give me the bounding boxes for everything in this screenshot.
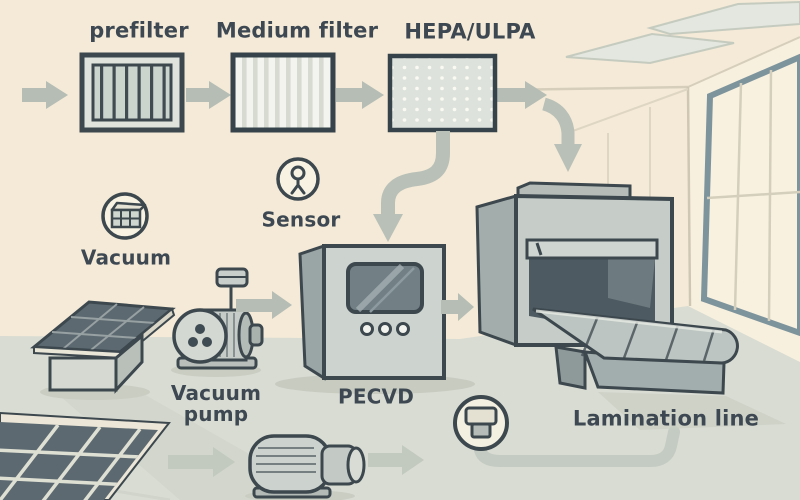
airflow-arrows-top (22, 81, 547, 109)
label-prefilter: prefilter (89, 18, 189, 43)
flow-arrow (186, 81, 231, 109)
floor-pipe (474, 426, 680, 467)
solar-panel-floor (0, 411, 171, 500)
label-sensor: Sensor (261, 207, 341, 232)
flow-arrow (22, 81, 68, 109)
label-medium-filter: Medium filter (215, 18, 379, 43)
conveyor-belt (532, 307, 739, 395)
pecvd-side-face (298, 243, 326, 381)
flow-arrow (368, 445, 424, 475)
label-vacuum-pump-line1: Vacuum (170, 381, 262, 405)
conveyor-base (554, 345, 587, 390)
ceiling-light-panels (565, 0, 800, 65)
lamination-press-icon (453, 395, 509, 451)
prefilter-box (79, 52, 185, 133)
pecvd-indicator (378, 322, 392, 336)
label-hepa-ulpa: HEPA/ULPA (404, 19, 536, 44)
pedestal-front (48, 356, 118, 392)
pecvd-indicator (360, 322, 374, 336)
label-lamination-line: Lamination line (572, 406, 760, 431)
flow-arrow-pump-to-pecvd (236, 291, 292, 319)
solar-module-table (30, 300, 176, 400)
flow-arrow (336, 81, 384, 109)
curved-arrow-to-lamination (541, 97, 582, 172)
ceiling-light-panel (646, 0, 800, 36)
label-vacuum: Vacuum (80, 245, 172, 270)
label-vacuum-pump-line2: pump (183, 402, 249, 426)
label-vacuum-pump: Vacuum pump (171, 383, 261, 425)
vacuum-icon (101, 192, 149, 240)
pecvd-machine (275, 243, 475, 394)
flow-arrow (168, 447, 235, 477)
label-pecvd: PECVD (337, 384, 415, 409)
fan-icon (188, 324, 212, 347)
tunnel-frame-bar (525, 238, 659, 260)
flow-arrow-pecvd-to-lamination (441, 293, 474, 321)
sensor-icon (276, 157, 320, 201)
duct-arrow-to-pecvd (373, 131, 450, 242)
tunnel-inner-wall (608, 259, 655, 308)
airflow-arrows-bottom (168, 445, 424, 477)
vacuum-pump (171, 267, 264, 377)
ceiling-light-panel (565, 32, 735, 65)
hepa-filter-box (387, 53, 498, 133)
lamination-side-face (475, 194, 518, 348)
roller-pump (245, 434, 366, 500)
pecvd-indicator (396, 322, 410, 336)
medium-filter-box (230, 52, 336, 133)
flow-arrow (497, 81, 547, 109)
lamination-machine (475, 181, 786, 430)
window (700, 53, 800, 337)
